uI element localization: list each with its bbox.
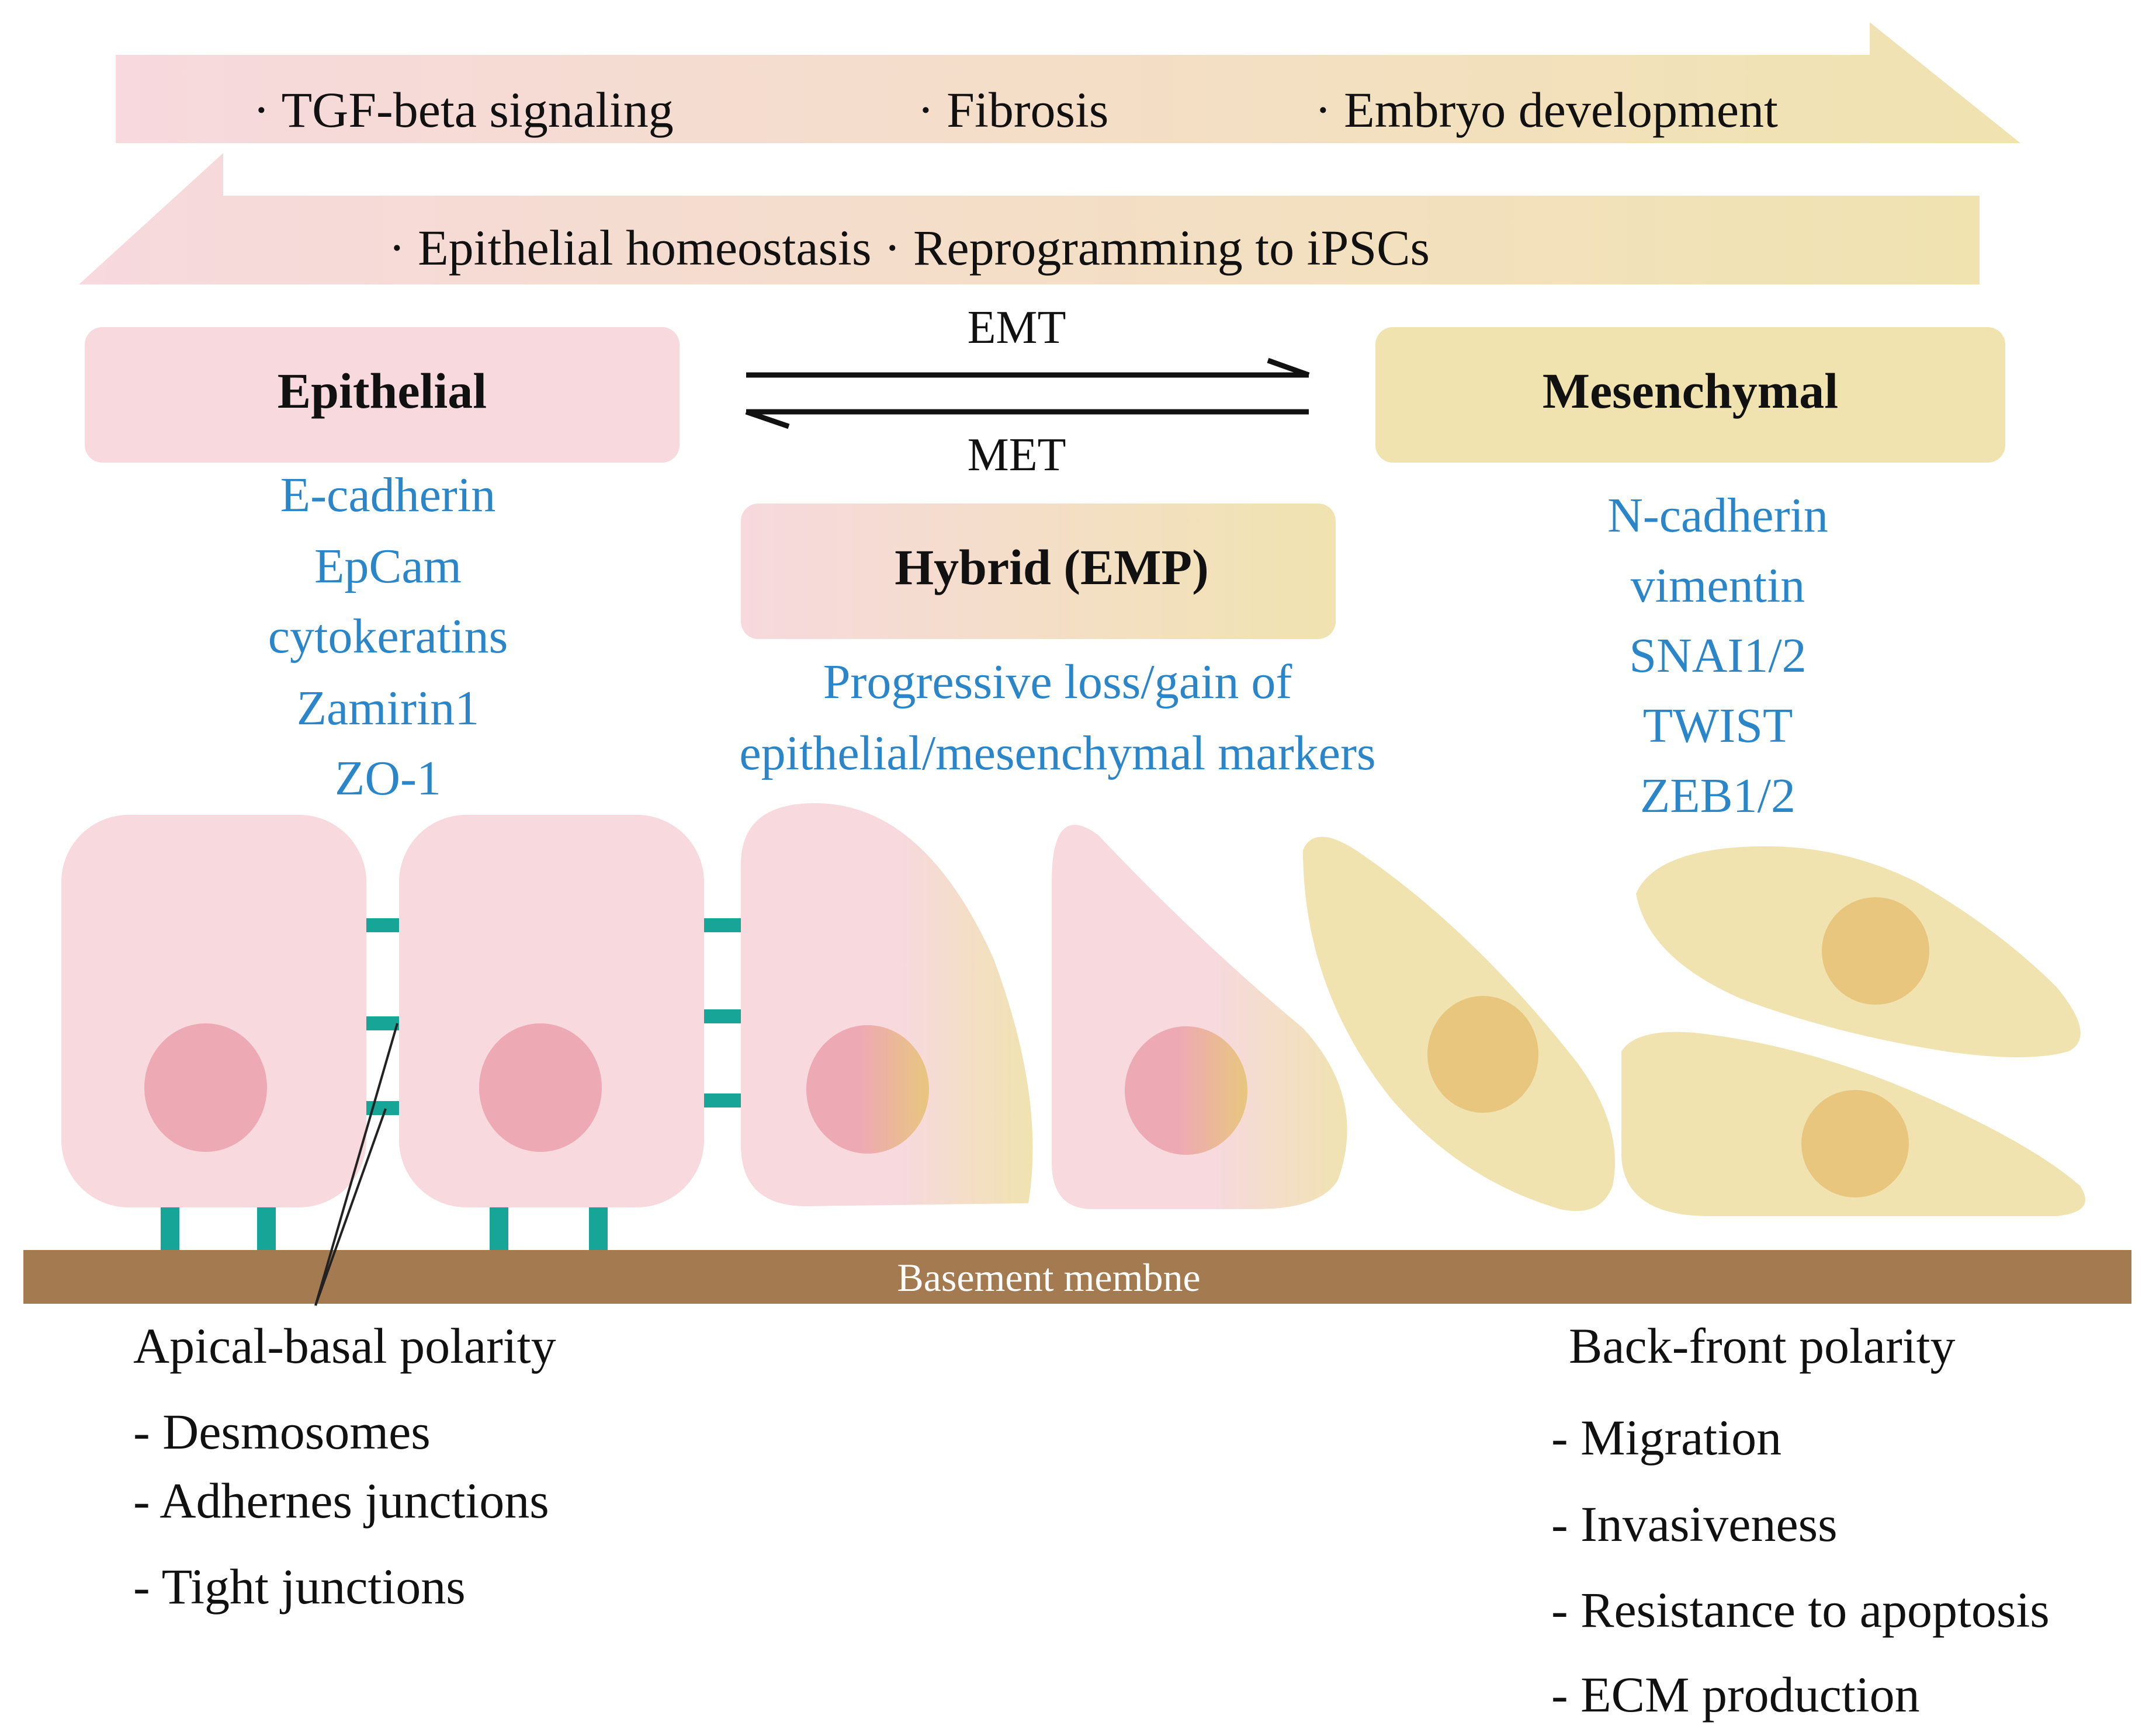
hybrid-description: epithelial/mesenchymal markers: [739, 726, 1375, 780]
mesenchymal-marker: ZEB1/2: [1640, 769, 1796, 823]
nucleus: [479, 1023, 602, 1152]
mesenchymal-marker: TWIST: [1643, 699, 1793, 753]
hybrid-box: [741, 504, 1336, 639]
nucleus: [1822, 897, 1929, 1005]
basal-anchor: [161, 1203, 179, 1251]
reverse-items: · Epithelial homeostasis · Reprogramming…: [389, 220, 1430, 276]
forward-item-fibrosis: · Fibrosis: [917, 82, 1108, 138]
desmosome: [701, 1093, 742, 1107]
basal-anchor: [589, 1203, 608, 1251]
epithelial-feature-item: - Desmosomes: [133, 1404, 431, 1460]
hybrid-description: Progressive loss/gain of: [823, 655, 1292, 709]
mesenchymal-marker: SNAI1/2: [1629, 629, 1806, 683]
mesenchymal-feature-item: - Resistance to apoptosis: [1551, 1582, 2050, 1638]
epithelial-marker: cytokeratins: [268, 609, 508, 664]
reverse-process-arrow: [79, 153, 1980, 284]
basement-membrane-label: Basement membne: [897, 1255, 1200, 1300]
nucleus: [806, 1025, 929, 1154]
nucleus: [144, 1023, 267, 1152]
emt-label: EMT: [968, 302, 1066, 353]
epithelial-features-heading: Apical-basal polarity: [133, 1318, 556, 1374]
epithelial-marker: E-cadherin: [280, 468, 495, 522]
hybrid-title: Hybrid (EMP): [895, 539, 1208, 595]
basement-membrane: [23, 1250, 2131, 1304]
epithelial-feature-item: - Tight junctions: [133, 1558, 466, 1615]
mesenchymal-marker: N-cadherin: [1607, 488, 1828, 543]
epithelial-title: Epithelial: [278, 363, 487, 419]
basal-anchor: [490, 1203, 508, 1251]
mesenchymal-marker: vimentin: [1631, 558, 1805, 613]
adherens-junction: [701, 1009, 742, 1023]
emt-arrow: [746, 357, 1310, 378]
nucleus: [1801, 1090, 1909, 1197]
epithelial-cell: [61, 815, 366, 1207]
mesenchymal-box: [1375, 327, 2005, 463]
forward-item-embryo: · Embryo development: [1315, 82, 1778, 138]
mesenchymal-feature-item: - Migration: [1551, 1409, 1781, 1466]
tight-junction: [701, 918, 742, 932]
epithelial-marker: Zamirin1: [297, 681, 480, 735]
epithelial-feature-item: - Adhernes junctions: [133, 1473, 549, 1529]
nucleus: [1125, 1026, 1247, 1155]
adherens-junction: [365, 1016, 400, 1030]
forward-item-tgf: · TGF-beta signaling: [253, 82, 674, 138]
tight-junction: [365, 918, 400, 932]
met-label: MET: [968, 429, 1066, 481]
met-arrow: [745, 409, 1309, 429]
hybrid-cell: [1052, 825, 1347, 1209]
junctions: [161, 918, 742, 1251]
mesenchymal-features-heading: Back-front polarity: [1569, 1318, 1956, 1374]
epithelial-marker: EpCam: [314, 539, 462, 593]
epithelial-box: [85, 327, 680, 463]
basal-anchor: [257, 1203, 276, 1251]
forward-process-arrow: [116, 22, 2020, 143]
epithelial-marker: ZO-1: [335, 751, 441, 805]
epithelial-cell: [399, 815, 704, 1207]
junction-leader-lines: [314, 1023, 398, 1306]
mesenchymal-feature-item: - ECM production: [1551, 1666, 1920, 1723]
mesenchymal-title: Mesenchymal: [1543, 363, 1838, 419]
nucleus: [1427, 996, 1538, 1113]
mesenchymal-feature-item: - Invasiveness: [1551, 1496, 1838, 1552]
